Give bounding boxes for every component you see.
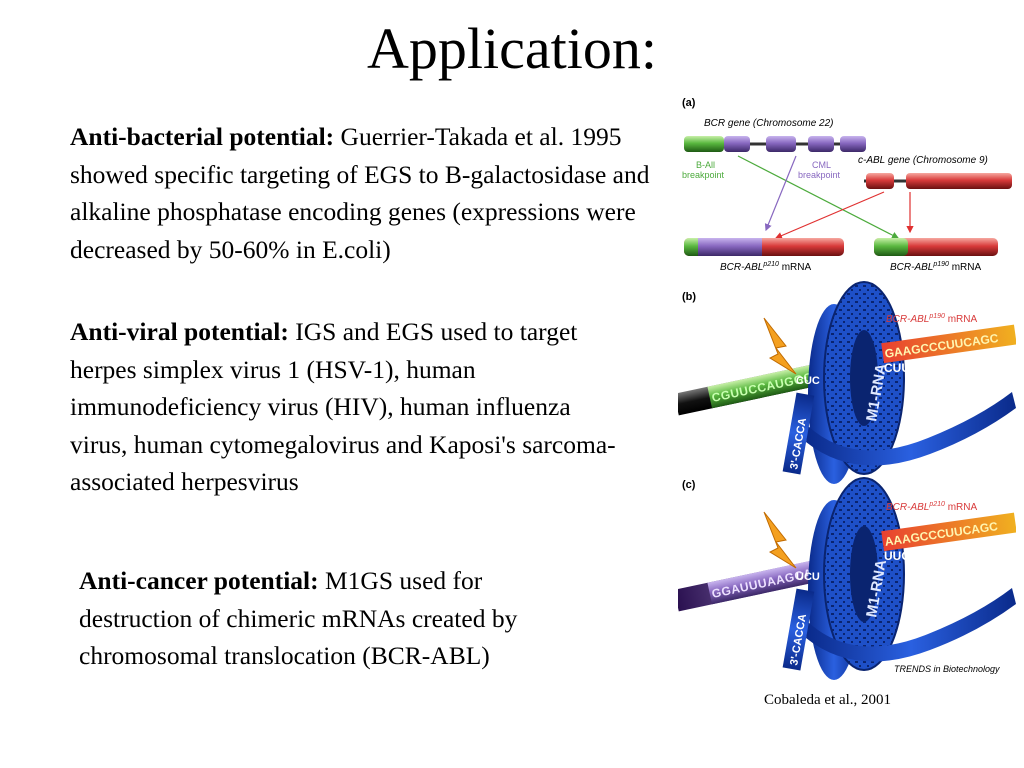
antiviral-body: IGS and EGS used to target herpes simple…: [70, 317, 616, 496]
anticancer-heading: Anti-cancer potential:: [79, 566, 319, 595]
panel-b-left-short: CUC: [796, 375, 820, 387]
citation: Cobaleda et al., 2001: [764, 692, 892, 708]
panel-c-left-short: UCU: [796, 571, 820, 583]
mrna-p210-suffix: mRNA: [779, 262, 812, 273]
mrna-p190-bar: [874, 238, 998, 256]
anticancer-body: M1GS used for destruction of chimeric mR…: [79, 566, 518, 670]
mrna-p210-prefix: BCR-ABL: [720, 262, 763, 273]
panel-c-mrna-suffix: mRNA: [945, 502, 978, 513]
bcr-abl-figure: (a) BCR gene (Chromosome 22) B-All break…: [678, 97, 1016, 680]
panel-a: (a) BCR gene (Chromosome 22) B-All break…: [682, 97, 1012, 273]
panel-b: (b) CGUUCCAUGGCAG M1-RNA 3'-CACCA CUC BC…: [678, 281, 1016, 484]
panel-c-mrna-label: BCR-ABLp210 mRNA: [886, 501, 977, 513]
bcr-gene-label: BCR gene (Chromosome 22): [704, 118, 834, 129]
panel-c-mrna-sup: p210: [928, 501, 945, 508]
mrna-p210-sup: p210: [762, 261, 779, 268]
ball-breakpoint-line2: breakpoint: [682, 170, 725, 180]
cml-arrow: [764, 155, 797, 232]
panel-c-ribozyme: M1-RNA: [806, 477, 1016, 680]
panel-c-label: (c): [682, 479, 696, 491]
mrna-p190-label: BCR-ABLp190 mRNA: [890, 261, 981, 273]
panel-b-bolt: [763, 317, 797, 375]
slide-title: Application:: [367, 16, 657, 81]
figure-source: TRENDS in Biotechnology: [894, 664, 1000, 674]
panel-c-bolt: [763, 511, 797, 569]
panel-c-bottom-seq: UUCGGGAAG: [884, 549, 965, 563]
panel-b-mrna-sup: p190: [928, 313, 945, 320]
mrna-p190-sup: p190: [932, 261, 949, 268]
panel-c-mrna-prefix: BCR-ABL: [886, 502, 929, 513]
panel-a-label: (a): [682, 97, 696, 109]
cabl-gene-label: c-ABL gene (Chromosome 9): [858, 155, 988, 166]
panel-c: (c) GGAUUUAAGCAGA M1-RNA 3'-CACCA UCU BC…: [678, 477, 1016, 680]
antibacterial-paragraph: Anti-bacterial potential: Guerrier-Takad…: [70, 118, 650, 268]
panel-b-ribozyme: M1-RNA: [806, 281, 1016, 484]
bcr-gene: [684, 136, 866, 152]
mrna-p190-prefix: BCR-ABL: [890, 262, 933, 273]
mrna-p210-label: BCR-ABLp210 mRNA: [720, 261, 811, 273]
antiviral-paragraph: Anti-viral potential: IGS and EGS used t…: [70, 313, 630, 501]
antibacterial-heading: Anti-bacterial potential:: [70, 122, 335, 151]
cml-breakpoint-line2: breakpoint: [798, 170, 841, 180]
cabl-gene: [864, 173, 1012, 189]
abl-arrow-left: [774, 191, 885, 239]
antiviral-heading: Anti-viral potential:: [70, 317, 289, 346]
panel-b-label: (b): [682, 291, 696, 303]
panel-b-bottom-seq: CUUCGGGAAG: [884, 361, 973, 375]
ball-breakpoint-line1: B-All: [696, 160, 715, 170]
mrna-p210-bar: [684, 238, 844, 256]
mrna-p190-suffix: mRNA: [949, 262, 982, 273]
antibacterial-body: Guerrier-Takada et al. 1995 showed speci…: [70, 122, 650, 264]
anticancer-paragraph: Anti-cancer potential: M1GS used for des…: [79, 562, 579, 675]
cml-breakpoint-line1: CML: [812, 160, 831, 170]
panel-b-mrna-prefix: BCR-ABL: [886, 314, 929, 325]
panel-b-mrna-suffix: mRNA: [945, 314, 978, 325]
panel-b-mrna-label: BCR-ABLp190 mRNA: [886, 313, 977, 325]
ball-arrow: [737, 155, 900, 239]
